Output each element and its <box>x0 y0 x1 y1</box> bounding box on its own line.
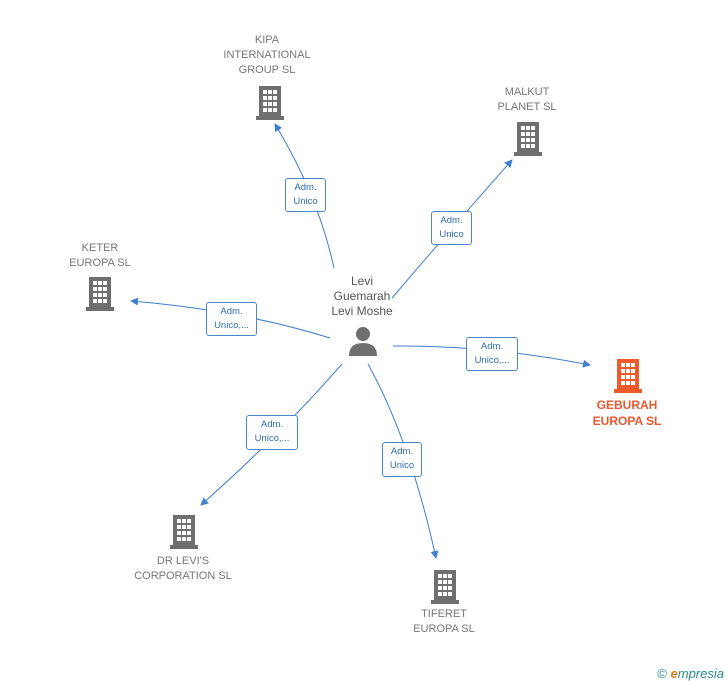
person-name-line: Levi <box>350 274 373 288</box>
edge-label-kipa[interactable]: Adm. Unico <box>285 178 326 212</box>
company-label-geburah[interactable]: GEBURAH EUROPA SL <box>567 397 687 429</box>
company-label-line: KETER <box>81 242 119 254</box>
edge-label-line: Unico <box>439 229 464 240</box>
building-icon-kipa[interactable] <box>256 86 284 120</box>
brand-logo-text: mpresia <box>677 666 724 681</box>
edge-label-malkut[interactable]: Adm. Unico <box>431 211 472 245</box>
building-icon-drlevis[interactable] <box>170 515 198 549</box>
person-name-line: Guemarah <box>333 289 391 303</box>
company-label-line: GROUP SL <box>238 64 296 76</box>
company-label-line: PLANET SL <box>497 101 557 113</box>
brand-logo-initial: e <box>670 666 678 681</box>
company-label-drlevis[interactable]: DR LEVI'S CORPORATION SL <box>113 554 253 584</box>
edge-label-line: Adm. <box>260 419 284 430</box>
company-label-line: INTERNATIONAL <box>223 49 311 61</box>
edge-label-keter[interactable]: Adm. Unico,... <box>206 302 257 336</box>
person-icon[interactable] <box>349 327 377 356</box>
edge-label-line: Adm. <box>220 306 243 317</box>
company-label-line: TIFERET <box>421 608 467 620</box>
edge-label-line: Adm. <box>294 182 317 193</box>
company-label-line: EUROPA SL <box>69 257 131 269</box>
edge-label-line: Unico <box>293 196 318 207</box>
person-name[interactable]: Levi Guemarah Levi Moshe <box>320 274 404 319</box>
company-label-malkut[interactable]: MALKUT PLANET SL <box>467 85 587 115</box>
company-label-keter[interactable]: KETER EUROPA SL <box>40 241 160 271</box>
edge-label-tiferet[interactable]: Adm. Unico <box>382 442 422 477</box>
company-label-line: EUROPA SL <box>592 414 662 428</box>
building-icon-malkut[interactable] <box>514 122 542 156</box>
company-label-line: CORPORATION SL <box>134 570 232 582</box>
edge-label-geburah[interactable]: Adm. Unico,... <box>466 337 518 371</box>
edge-label-line: Adm. <box>390 446 414 457</box>
building-icon-keter[interactable] <box>86 277 114 311</box>
person-name-line: Levi Moshe <box>331 304 393 318</box>
edge-label-line: Adm. <box>480 341 504 352</box>
company-label-line: MALKUT <box>504 86 550 98</box>
copyright-icon: © <box>657 666 667 681</box>
company-label-line: EUROPA SL <box>413 623 475 635</box>
edge-label-line: Unico,... <box>254 433 290 444</box>
edge-label-line: Unico,... <box>474 355 510 366</box>
edge-label-line: Unico,... <box>214 320 249 331</box>
edge-label-line: Adm. <box>440 215 463 226</box>
brand-footer: © empresia <box>657 666 724 681</box>
company-label-line: KIPA <box>254 34 280 46</box>
edge-label-drlevis[interactable]: Adm. Unico,... <box>246 415 298 450</box>
building-icon-tiferet[interactable] <box>431 570 459 604</box>
company-label-line: GEBURAH <box>596 398 658 412</box>
company-label-line: DR LEVI'S <box>156 555 210 567</box>
company-label-tiferet[interactable]: TIFERET EUROPA SL <box>384 607 504 637</box>
company-label-kipa[interactable]: KIPA INTERNATIONAL GROUP SL <box>207 33 327 78</box>
edge-label-line: Unico <box>389 460 415 471</box>
building-icon-geburah[interactable] <box>614 359 642 393</box>
